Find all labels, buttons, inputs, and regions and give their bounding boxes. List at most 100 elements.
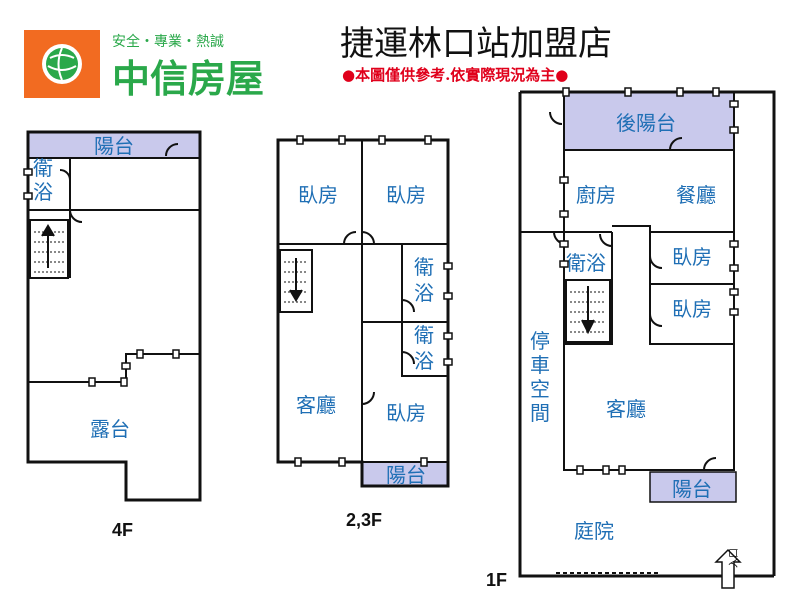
room-label-balcony: 陽台 [386, 463, 426, 487]
logo-slogan: 安全・專業・熱誠 [112, 33, 224, 50]
stair-down-arrow-icon [581, 286, 595, 335]
parking-char-2: 車 [530, 353, 550, 377]
globe-icon [46, 48, 78, 80]
door-swing-icon [59, 169, 71, 181]
page-title: 捷運林口站加盟店 [340, 24, 612, 64]
window-marker [729, 308, 739, 316]
window-marker [443, 358, 453, 366]
window-marker [559, 176, 569, 184]
room-label-kitchen: 廚房 [576, 183, 616, 207]
window-markers [23, 87, 739, 475]
room-label-balcony: 陽台 [672, 477, 712, 501]
bath-char-2: 浴 [414, 281, 434, 305]
window-marker [136, 349, 144, 359]
window-marker [562, 87, 570, 97]
window-marker [618, 465, 626, 475]
window-marker [712, 87, 720, 97]
bath-char-2: 浴 [33, 180, 53, 204]
room-label-bath: 衛 浴 [414, 255, 440, 305]
window-marker [88, 377, 96, 387]
window-marker [559, 240, 569, 248]
room-label-courtyard: 庭院 [574, 519, 614, 543]
window-marker [676, 87, 684, 97]
door-swing-icon [549, 111, 563, 125]
room-label-bedroom: 臥房 [386, 183, 426, 207]
disclaimer: ●本圖僅供參考.依實際現況為主● [342, 66, 568, 84]
bath-char-1: 衛 [414, 255, 434, 279]
room-label-parking: 停 車 空 間 [530, 329, 556, 425]
room-label-bath: 衛 浴 [33, 156, 59, 204]
entrance-label: 入口 [729, 548, 740, 568]
outer-wall [276, 138, 450, 488]
house-wall [563, 92, 735, 471]
plan-4f: 陽台 衛 浴 露台 4F [26, 130, 202, 540]
window-marker [729, 264, 739, 272]
window-marker [576, 465, 584, 475]
door-swing-icon [69, 209, 83, 223]
room-label-balcony: 陽台 [94, 134, 134, 158]
room-label-bedroom: 臥房 [298, 183, 338, 207]
bath-char-1: 衛 [33, 156, 53, 180]
window-marker [23, 168, 33, 176]
window-marker [338, 135, 346, 145]
outer-wall-right [520, 90, 776, 576]
door-swing-icon [343, 231, 357, 245]
window-marker [172, 349, 180, 359]
wall [362, 244, 448, 377]
door-swing-icon [599, 233, 613, 247]
room-label-bedroom: 臥房 [672, 245, 712, 269]
floor-label-2-3f: 2,3F [346, 510, 382, 530]
door-swing-icon [165, 143, 179, 157]
door-swing-icon [361, 391, 375, 405]
balcony-area [649, 471, 737, 503]
window-marker [443, 332, 453, 340]
window-marker [120, 377, 128, 387]
window-marker [729, 240, 739, 248]
room-label-dining: 餐廳 [676, 183, 716, 207]
window-marker [121, 362, 131, 370]
window-marker [296, 135, 304, 145]
window-marker [443, 292, 453, 300]
stair-down-arrow-icon [289, 258, 303, 302]
door-swing-icon [361, 231, 375, 245]
parking-char-4: 間 [530, 401, 550, 425]
room-label-bedroom: 臥房 [672, 297, 712, 321]
logo: 安全・專業・熱誠 中信房屋 [24, 30, 264, 101]
window-marker [378, 135, 386, 145]
bath-char-1: 衛 [414, 323, 434, 347]
outer-wall-left [518, 92, 774, 578]
window-marker [602, 465, 610, 475]
window-marker [338, 457, 346, 467]
window-marker [729, 288, 739, 296]
door-swing-icon [669, 137, 683, 151]
door-swing-icon [401, 299, 415, 313]
window-marker [729, 126, 739, 134]
wall [563, 150, 613, 345]
logo-brand: 中信房屋 [112, 57, 264, 101]
parking-char-1: 停 [530, 329, 550, 353]
plan-1f: 入口 後陽台 廚房 餐廳 衛浴 臥房 臥房 停 車 空 間 客廳 陽台 庭院 1… [486, 90, 776, 590]
wall [520, 225, 734, 345]
window-marker [294, 457, 302, 467]
stair-up-arrow-icon [41, 224, 55, 268]
room-label-bedroom: 臥房 [386, 401, 426, 425]
door-swing-icon [401, 351, 415, 365]
wall [278, 140, 448, 462]
door-swing-icon [649, 255, 663, 269]
bath-char-2: 浴 [414, 349, 434, 373]
window-marker [729, 100, 739, 108]
room-label-living: 客廳 [296, 393, 336, 417]
globe-lines [47, 47, 77, 81]
window-marker [624, 87, 632, 97]
window-marker [559, 260, 569, 268]
window-marker [443, 262, 453, 270]
entrance-arrow-icon [714, 548, 742, 589]
room-label-bath: 衛浴 [566, 251, 606, 275]
room-label-terrace: 露台 [90, 417, 130, 441]
floor-label-1f: 1F [486, 570, 507, 590]
window-marker [559, 210, 569, 218]
room-label-living: 客廳 [606, 397, 646, 421]
plan-2-3f: 臥房 臥房 衛 浴 衛 浴 客廳 臥房 陽台 2,3F [276, 138, 450, 530]
door-swing-icon [703, 457, 717, 471]
